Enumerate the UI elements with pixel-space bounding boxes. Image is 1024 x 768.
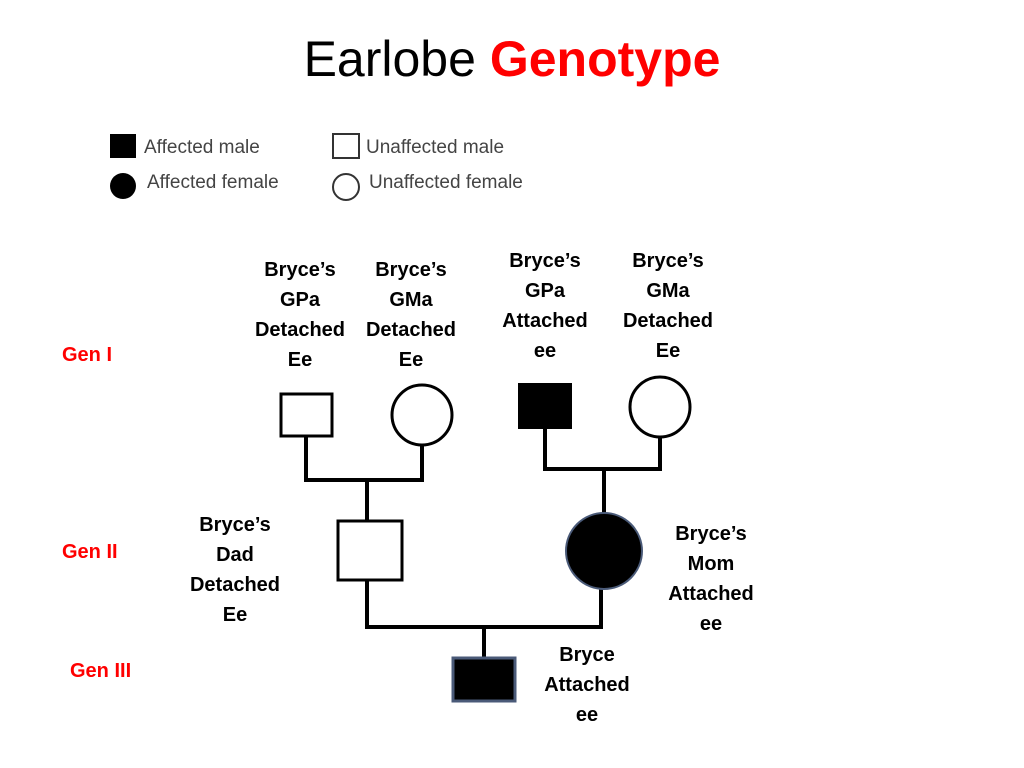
maternal-grandfather-square [518,383,572,429]
gen-1-label: Gen I [62,344,113,366]
dad-label: Bryce’s Dad Detached Ee [175,510,295,630]
label-line: Bryce [559,644,615,666]
label-line: GMa [389,289,433,311]
label-line: Ee [287,349,313,371]
label-line: ee [575,704,599,726]
legend-affected-male: Affected male [144,137,260,158]
label-line: ee [533,340,557,362]
maternal-grandmother-circle [628,375,692,439]
label-line: ee [699,613,723,635]
label-line: Bryce’s [509,250,581,272]
label-line: Attached [544,674,630,696]
title-main: Earlobe [303,31,476,87]
unaffected-female-legend-icon [332,173,360,201]
gen-3-label: Gen III [70,660,132,682]
affected-male-legend-icon [110,134,136,158]
label-line: Dad [216,544,254,566]
legend-affected-female: Affected female [147,172,279,193]
bryce-label: Bryce Attached ee [527,640,647,730]
mom-label: Bryce’s Mom Attached ee [651,519,771,639]
label-line: Detached [254,319,346,341]
label-line: Bryce’s [675,523,747,545]
legend: Affected male Unaffected male Affected f… [110,133,523,201]
label-line: Detached [622,310,714,332]
page-title: Earlobe Genotype [0,30,1024,88]
paternal-grandfather-square [279,392,334,438]
paternal-grandfather-label: Bryce’s GPa Detached Ee [240,255,360,375]
label-line: Ee [222,604,248,626]
legend-unaffected-male: Unaffected male [366,137,504,158]
label-line: Bryce’s [375,259,447,281]
title-accent: Genotype [489,31,721,87]
label-line: Ee [655,340,681,362]
bryce-square [451,656,517,703]
label-line: Mom [687,553,735,575]
paternal-grandmother-circle [390,383,454,447]
dad-square [336,519,404,582]
label-line: GPa [524,280,566,302]
affected-female-legend-icon [110,173,136,199]
label-line: Attached [668,583,754,605]
label-line: Detached [189,574,281,596]
unaffected-male-legend-icon [332,133,360,159]
label-line: GMa [646,280,690,302]
label-line: Bryce’s [264,259,336,281]
maternal-grandfather-label: Bryce’s GPa Attached ee [485,246,605,366]
label-line: Bryce’s [632,250,704,272]
label-line: Bryce’s [199,514,271,536]
label-line: GPa [279,289,321,311]
paternal-grandmother-label: Bryce’s GMa Detached Ee [351,255,471,375]
gen-2-label: Gen II [62,541,118,563]
pedigree-lines [304,428,662,658]
mom-circle [565,512,643,590]
label-line: Attached [502,310,588,332]
label-line: Ee [398,349,424,371]
legend-unaffected-female: Unaffected female [369,172,523,193]
label-line: Detached [365,319,457,341]
maternal-grandmother-label: Bryce’s GMa Detached Ee [608,246,728,366]
